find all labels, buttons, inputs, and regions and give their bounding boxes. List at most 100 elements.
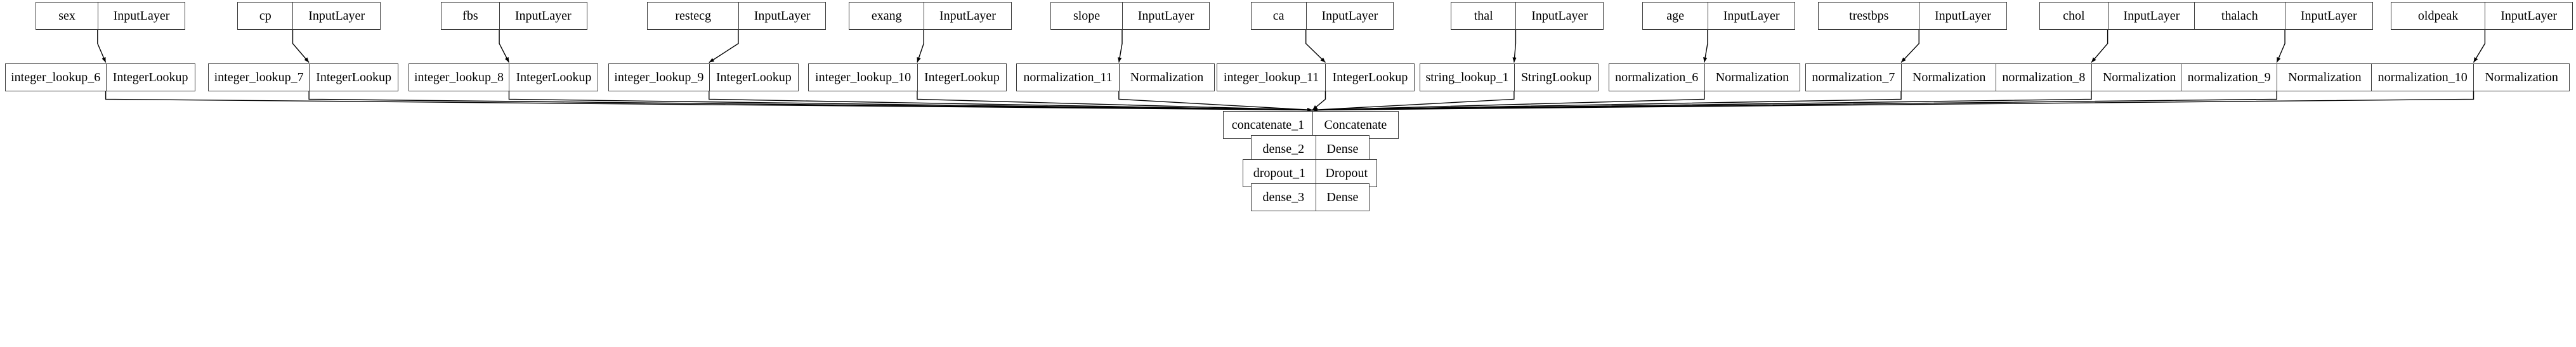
graph-node-ca_input[interactable]: ca InputLayer: [1250, 2, 1394, 30]
node-name-label: restecg: [648, 3, 739, 29]
node-name-label: integer_lookup_8: [409, 64, 510, 91]
edge-normalization_9-to-concatenate_1: [1312, 91, 2277, 112]
edge-normalization_6-to-concatenate_1: [1312, 91, 1705, 112]
graph-node-thalach_input[interactable]: thalach InputLayer: [2194, 2, 2373, 30]
edge-normalization_8-to-concatenate_1: [1312, 91, 2092, 112]
node-name-label: normalization_6: [1609, 64, 1705, 91]
node-name-label: age: [1643, 3, 1708, 29]
node-name-label: chol: [2040, 3, 2109, 29]
node-name-label: exang: [849, 3, 925, 29]
edge-normalization_7-to-concatenate_1: [1312, 91, 1902, 112]
node-type-label: IntegerLookup: [112, 70, 188, 84]
node-type-label: Dense: [1326, 190, 1359, 204]
node-name-label: integer_lookup_7: [209, 64, 310, 91]
graph-node-slope_input[interactable]: slope InputLayer: [1050, 2, 1210, 30]
node-name-label: integer_lookup_9: [609, 64, 710, 91]
graph-node-thal_input[interactable]: thal InputLayer: [1450, 2, 1604, 30]
edge-restecg_input-to-integer_lookup_9: [709, 30, 739, 63]
node-type-label: Normalization: [1912, 70, 1986, 84]
node-name-label: ca: [1252, 3, 1307, 29]
graph-node-dense_3[interactable]: dense_3 Dense: [1250, 183, 1370, 211]
graph-node-oldpeak_input[interactable]: oldpeak InputLayer: [2390, 2, 2573, 30]
graph-node-restecg_input[interactable]: restecg InputLayer: [647, 2, 827, 30]
graph-node-normalization_11[interactable]: normalization_11 Normalization: [1016, 63, 1215, 91]
graph-node-dropout_1[interactable]: dropout_1 Dropout: [1242, 159, 1378, 187]
graph-node-chol_input[interactable]: chol InputLayer: [2039, 2, 2196, 30]
node-name-label: thal: [1451, 3, 1517, 29]
node-type-label: IntegerLookup: [924, 70, 1000, 84]
edge-oldpeak_input-to-normalization_10: [2473, 30, 2486, 63]
node-type-label: InputLayer: [2123, 9, 2180, 23]
node-name-label: dense_2: [1252, 136, 1317, 162]
node-name-label: normalization_7: [1806, 64, 1902, 91]
node-type-label: InputLayer: [1531, 9, 1588, 23]
edge-integer_lookup_11-to-concatenate_1: [1312, 91, 1326, 111]
graph-node-integer_lookup_7[interactable]: integer_lookup_7 IntegerLookup: [208, 63, 399, 91]
node-name-label: oldpeak: [2391, 3, 2486, 29]
node-type-label: Normalization: [2288, 70, 2362, 84]
edge-chol_input-to-normalization_8: [2091, 30, 2109, 63]
node-type-label: InputLayer: [1137, 9, 1194, 23]
node-type-label: Dense: [1326, 142, 1359, 156]
node-type-label: InputLayer: [1935, 9, 1991, 23]
node-name-label: fbs: [441, 3, 500, 29]
node-type-label: IntegerLookup: [316, 70, 392, 84]
edge-sex_input-to-integer_lookup_6: [97, 30, 107, 63]
node-name-label: normalization_10: [2372, 64, 2475, 91]
node-type-label: Normalization: [2102, 70, 2176, 84]
graph-node-integer_lookup_11[interactable]: integer_lookup_11 IntegerLookup: [1216, 63, 1415, 91]
node-type-label: Normalization: [2485, 70, 2558, 84]
edge-slope_input-to-normalization_11: [1118, 30, 1123, 63]
node-name-label: integer_lookup_6: [6, 64, 107, 91]
node-name-label: normalization_11: [1017, 64, 1120, 91]
node-type-label: InputLayer: [2501, 9, 2558, 23]
node-type-label: Normalization: [1130, 70, 1204, 84]
graph-node-integer_lookup_9[interactable]: integer_lookup_9 IntegerLookup: [608, 63, 799, 91]
graph-node-exang_input[interactable]: exang InputLayer: [849, 2, 1012, 30]
node-name-label: concatenate_1: [1224, 112, 1313, 138]
edge-ca_input-to-integer_lookup_11: [1305, 30, 1326, 63]
node-type-label: InputLayer: [308, 9, 365, 23]
edge-integer_lookup_6-to-concatenate_1: [105, 91, 1312, 112]
node-type-label: InputLayer: [113, 9, 170, 23]
edge-integer_lookup_8-to-concatenate_1: [508, 91, 1312, 112]
node-name-label: thalach: [2195, 3, 2286, 29]
edge-integer_lookup_7-to-concatenate_1: [308, 91, 1312, 112]
node-name-label: dropout_1: [1243, 160, 1317, 187]
node-type-label: Dropout: [1325, 166, 1368, 180]
graph-node-integer_lookup_6[interactable]: integer_lookup_6 IntegerLookup: [4, 63, 195, 91]
edge-trestbps_input-to-normalization_7: [1900, 30, 1919, 63]
edge-normalization_10-to-concatenate_1: [1312, 91, 2475, 112]
node-type-label: Concatenate: [1324, 118, 1387, 132]
node-name-label: slope: [1051, 3, 1123, 29]
node-type-label: IntegerLookup: [1332, 70, 1408, 84]
graph-node-normalization_7[interactable]: normalization_7 Normalization: [1805, 63, 1997, 91]
node-type-label: InputLayer: [1321, 9, 1378, 23]
node-type-label: IntegerLookup: [516, 70, 592, 84]
node-name-label: dense_3: [1252, 184, 1317, 211]
node-type-label: InputLayer: [754, 9, 811, 23]
node-type-label: InputLayer: [2300, 9, 2357, 23]
edge-thalach_input-to-normalization_9: [2276, 30, 2285, 63]
graph-node-integer_lookup_8[interactable]: integer_lookup_8 IntegerLookup: [408, 63, 599, 91]
edge-string_lookup_1-to-concatenate_1: [1312, 91, 1515, 112]
node-type-label: IntegerLookup: [716, 70, 792, 84]
node-type-label: InputLayer: [939, 9, 996, 23]
node-type-label: StringLookup: [1520, 70, 1592, 84]
graph-node-dense_2[interactable]: dense_2 Dense: [1250, 135, 1370, 163]
graph-node-normalization_10[interactable]: normalization_10 Normalization: [2370, 63, 2570, 91]
edge-age_input-to-normalization_6: [1703, 30, 1708, 63]
node-name-label: integer_lookup_11: [1217, 64, 1326, 91]
edge-normalization_11-to-concatenate_1: [1118, 91, 1312, 112]
